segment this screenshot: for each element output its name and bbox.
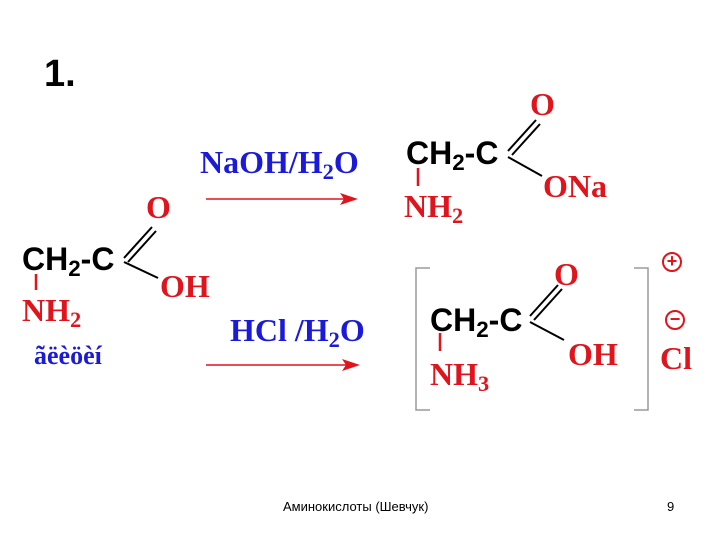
minus-charge-sign: − [669,309,681,329]
slide-number-label: 1. [44,53,76,95]
arrow-bottom-head [342,359,360,371]
bottom-reagent-sub: 2 [328,327,340,353]
product-top-bond-c-o-a [507,119,537,152]
product-bottom-bond-c-o-b [533,288,563,321]
reactant-ch-sub: 2 [68,256,81,282]
bottom-product-ch: CH [430,302,477,338]
top-reagent-sub: 2 [322,159,334,185]
top-product-oxygen: O [530,86,555,122]
minus-charge-circle [665,310,685,330]
bond-c-o-double-b [127,230,157,263]
reactant-amine-sub: 2 [70,307,82,333]
reactant-amine-nh: NH [22,292,70,328]
top-reagent-tail: O [333,144,359,180]
bottom-product-ammonium: NH3 [430,356,489,395]
top-product-chain: CH2-C [406,135,499,174]
bottom-reagent: HCl /H2O [230,312,365,351]
product-top-bond-c-o-b [511,123,541,156]
counter-ion-chloride: Cl [660,340,692,376]
plus-charge-circle [662,252,682,272]
product-bottom-bond-c-o-a [529,284,559,317]
footer-page-number: 9 [667,499,675,514]
top-product-ch: CH [406,135,453,171]
top-product-ch-sub: 2 [452,150,465,176]
bottom-reagent-main: HCl /H [230,312,329,348]
bottom-product-ch-sub: 2 [476,317,489,343]
bottom-product-ammonium-sub: 3 [478,371,490,397]
left-bracket [415,267,430,411]
reactant-ch: CH [22,241,69,277]
bond-c-o-double-a [123,226,153,259]
plus-charge-sign: + [666,251,678,271]
bottom-product-hydroxyl: OH [568,336,618,372]
top-product-amine-sub: 2 [452,203,464,229]
top-product-amine: NH2 [404,188,463,227]
top-product-c: -C [464,135,499,171]
top-product-amine-nh: NH [404,188,452,224]
reactant-name: ãëèöèí [34,341,102,370]
product-top-bond-c-ona [507,156,543,177]
footer-title: Аминокислоты (Шевчук) [283,499,429,514]
bottom-product-ammonium-nh: NH [430,356,478,392]
reactant-chain: CH2-C [22,241,115,280]
bottom-product-oxygen: O [554,256,579,292]
reactant-c: -C [80,241,115,277]
top-reagent-main: NaOH/H [200,144,323,180]
top-reagent: NaOH/H2O [200,144,359,183]
bottom-product-chain: CH2-C [430,302,523,341]
reactant-oxygen: O [146,189,171,225]
bottom-reagent-tail: O [339,312,365,348]
reactant-amine: NH2 [22,292,81,331]
top-product-salt: ONa [543,168,607,204]
right-bracket [634,267,649,411]
arrow-top-head [340,193,358,205]
bottom-product-c: -C [488,302,523,338]
bond-c-oh [123,261,159,279]
product-bottom-bond-c-oh [529,321,565,341]
reactant-hydroxyl: OH [160,268,210,304]
